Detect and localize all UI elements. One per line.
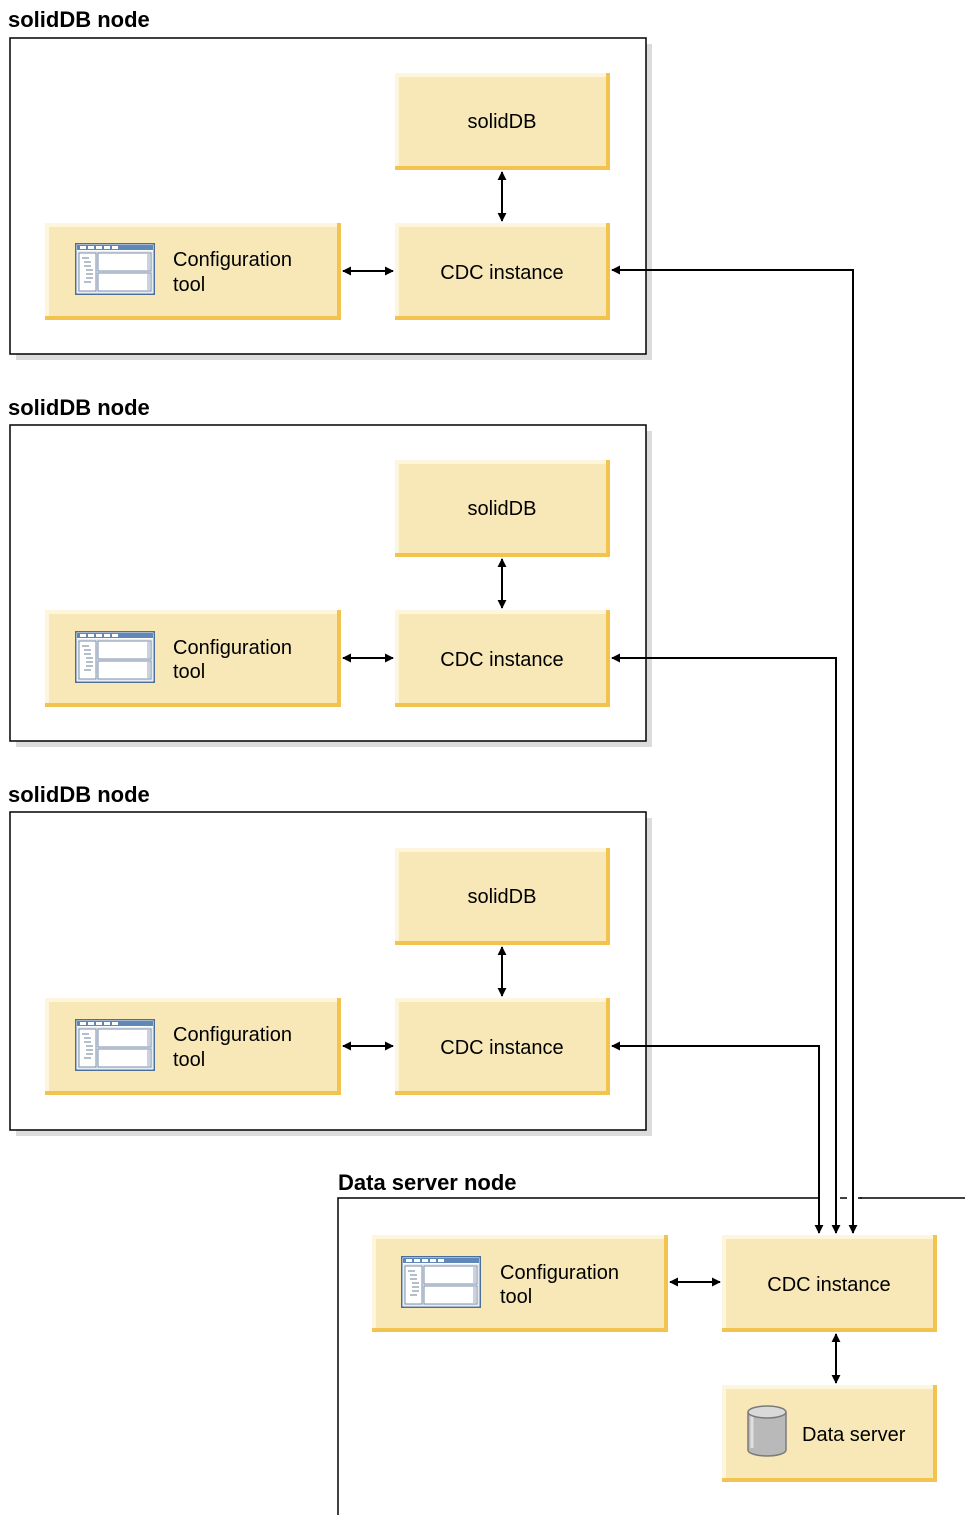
node-title: Data server node: [338, 1170, 517, 1195]
node-title: solidDB node: [8, 7, 150, 32]
cdc-instance-label: CDC instance: [767, 1274, 890, 1296]
window-app-icon: [75, 243, 155, 295]
configuration-tool-box[interactable]: Configuration tool: [45, 610, 341, 707]
soliddb-box[interactable]: solidDB: [395, 460, 610, 557]
cdc-instance-label: CDC instance: [440, 1037, 563, 1059]
solid-node-3: solidDB node solidDB CDC instance: [8, 782, 652, 1136]
tool-label-line2: tool: [173, 1049, 205, 1071]
replication-connectors: [611, 265, 858, 1234]
cdc-instance-box[interactable]: CDC instance: [722, 1235, 937, 1332]
configuration-tool-box[interactable]: Configuration tool: [372, 1235, 668, 1332]
data-server-label: Data server: [802, 1424, 906, 1446]
cdc-instance-label: CDC instance: [440, 649, 563, 671]
node-title: solidDB node: [8, 782, 150, 807]
cdc-instance-box[interactable]: CDC instance: [395, 998, 610, 1095]
tool-label-line1: Configuration: [173, 1024, 292, 1046]
solid-node-2: solidDB node solidDB CDC instance: [8, 395, 652, 747]
tool-label-line1: Configuration: [173, 637, 292, 659]
soliddb-box[interactable]: solidDB: [395, 73, 610, 170]
tool-label-line1: Configuration: [500, 1262, 619, 1284]
soliddb-label: solidDB: [468, 111, 537, 133]
data-server-node: Data server node Configuration tool CDC …: [337, 1170, 965, 1515]
tool-label-line2: tool: [173, 274, 205, 296]
node-title: solidDB node: [8, 395, 150, 420]
soliddb-label: solidDB: [468, 886, 537, 908]
connector-node1-to-data-server: [611, 265, 858, 1234]
connector-node3-to-data-server: [611, 1041, 824, 1234]
window-app-icon: [75, 631, 155, 683]
solid-node-1: solidDB node solidDB CDC instance: [8, 7, 652, 360]
window-app-icon: [75, 1019, 155, 1071]
cdc-instance-box[interactable]: CDC instance: [395, 610, 610, 707]
soliddb-box[interactable]: solidDB: [395, 848, 610, 945]
database-cylinder-icon: [746, 1404, 788, 1458]
window-app-icon: [401, 1256, 481, 1308]
cdc-instance-box[interactable]: CDC instance: [395, 223, 610, 320]
configuration-tool-box[interactable]: Configuration tool: [45, 998, 341, 1095]
tool-label-line1: Configuration: [173, 249, 292, 271]
connector-node2-to-data-server: [611, 653, 841, 1234]
configuration-tool-box[interactable]: Configuration tool: [45, 223, 341, 320]
tool-label-line2: tool: [173, 661, 205, 683]
tool-label-line2: tool: [500, 1286, 532, 1308]
soliddb-label: solidDB: [468, 498, 537, 520]
data-server-box[interactable]: Data server: [722, 1385, 937, 1482]
cdc-instance-label: CDC instance: [440, 262, 563, 284]
